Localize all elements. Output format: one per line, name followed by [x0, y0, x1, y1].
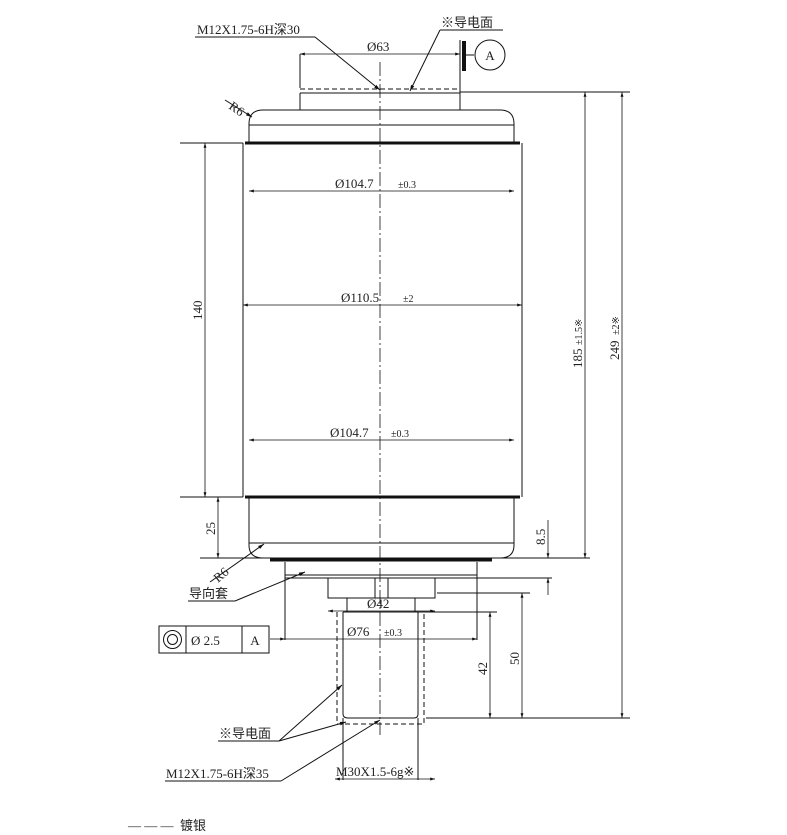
bottom-flange [200, 497, 590, 562]
dim-h42: 42 [475, 662, 490, 675]
top-radius-label: R6 [226, 98, 247, 119]
concentricity-tolerance-frame: Ø 2.5 A [158, 625, 270, 654]
dim-d104-top-tol: ±0.3 [398, 180, 416, 191]
legend-text: 镀银 [180, 818, 206, 833]
stem-thread-label: M30X1.5-6g※ [336, 764, 414, 779]
dim-h185-tol: ±1.5※ [574, 319, 585, 345]
dim-d63: Ø63 [367, 39, 389, 54]
dim-h140: 140 [190, 301, 205, 321]
dim-h8-5: 8.5 [533, 529, 548, 545]
bottom-conductive-face-label: ※导电面 [219, 726, 271, 741]
top-stud [299, 40, 630, 110]
datum-a-marker: A [462, 39, 506, 71]
dim-d104-bot: Ø104.7 [330, 425, 369, 440]
guide-sleeve-label: 导向套 [189, 586, 228, 601]
dim-d76: Ø76 [347, 624, 370, 639]
bottom-thread-label: M12X1.75-6H深35 [166, 766, 269, 781]
top-conductive-face-label: ※导电面 [441, 15, 493, 30]
dim-h25: 25 [203, 522, 218, 535]
dim-d110-tol: ±2 [403, 294, 414, 305]
dim-d104-bot-tol: ±0.3 [391, 429, 409, 440]
tolerance-value: Ø 2.5 [191, 633, 220, 648]
dimension-lines [203, 52, 624, 781]
dim-d104-top: Ø104.7 [335, 176, 374, 191]
top-thread-label: M12X1.75-6H深30 [197, 22, 300, 37]
dim-d110: Ø110.5 [341, 290, 379, 305]
leader-lines [165, 29, 503, 782]
concentricity-icon [163, 630, 182, 649]
top-cap [245, 109, 520, 145]
guide-sleeve [284, 562, 552, 579]
dim-h249: 249 [607, 341, 622, 361]
legend: — — — 镀银 [127, 818, 206, 833]
ceramic-body [180, 142, 523, 499]
dim-h249-tol: ±2※ [611, 316, 622, 335]
legend-line-sample: — — — [127, 818, 175, 833]
dim-h185: 185 [570, 349, 585, 369]
datum-label: A [485, 48, 495, 63]
dim-d76-tol: ±0.3 [384, 628, 402, 639]
tolerance-datum: A [250, 633, 260, 648]
dim-d42: Ø42 [367, 596, 389, 611]
dim-h50: 50 [507, 652, 522, 665]
bottom-radius-label: R6 [210, 564, 232, 586]
